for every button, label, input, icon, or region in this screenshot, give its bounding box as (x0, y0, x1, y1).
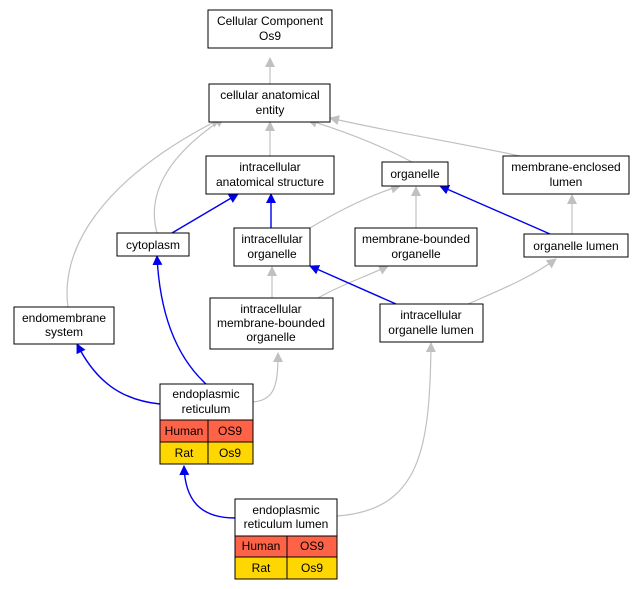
node-membrane-bounded-organelle[interactable]: membrane-bounded organelle (354, 227, 478, 267)
edge-ol-to-organelle (439, 185, 551, 235)
node-intracellular-membrane-bounded-organelle[interactable]: intracellular membrane-bounded organelle (209, 297, 334, 350)
node-organelle-lumen[interactable]: organelle lumen (523, 233, 629, 258)
node-erl-label-line1: endoplasmic (252, 503, 319, 517)
edge-erl-to-iol (336, 342, 436, 517)
node-imbo-label-line1: intracellular (240, 302, 301, 316)
node-cytoplasm-label: cytoplasm (126, 238, 180, 252)
node-root-label-line1: Cellular Component (217, 14, 324, 28)
edge-io-to-organelle (309, 183, 401, 229)
node-iol-label-line1: intracellular (400, 308, 461, 322)
node-endoplasmic-reticulum-lumen[interactable]: endoplasmic reticulum lumen Human OS9 Ra… (234, 498, 338, 580)
node-root[interactable]: Cellular Component Os9 (207, 9, 333, 49)
node-intracellular-organelle[interactable]: intracellular organelle (233, 227, 311, 267)
node-erl-label-line2: reticulum lumen (244, 517, 329, 531)
node-mel-label-line2: lumen (550, 175, 583, 189)
gene-label-rat: Os9 (219, 446, 241, 460)
ortholog-table: Human OS9 Rat Os9 (234, 535, 338, 580)
node-endo-label-line2: system (45, 325, 83, 339)
species-label-human: Human (242, 539, 281, 553)
gene-cell-rat (286, 556, 338, 580)
node-root-label-line2: Os9 (259, 29, 281, 43)
edge-mel-to-cae (329, 115, 521, 157)
species-label-rat: Rat (252, 561, 271, 575)
edge-er-to-endo (76, 343, 161, 405)
edge-imbo-to-mbo (317, 265, 389, 299)
node-imbo-label-line2: membrane-bounded (217, 316, 325, 330)
edge-iol-to-io (309, 265, 397, 305)
node-cellular-anatomical-entity[interactable]: cellular anatomical entity (208, 83, 331, 123)
node-iol-label-line2: organelle lumen (388, 323, 473, 337)
node-ias-label-line2: anatomical structure (216, 175, 324, 189)
edge-cytoplasm-to-cae (153, 117, 225, 234)
node-endo-label-line1: endomembrane (22, 311, 106, 325)
node-organelle[interactable]: organelle (381, 161, 449, 187)
node-er-label-line1: endoplasmic (172, 387, 239, 401)
species-label-human: Human (165, 424, 204, 438)
edge-organelle-to-cae (307, 117, 413, 163)
gene-label-rat: Os9 (301, 561, 323, 575)
node-intracellular-organelle-lumen[interactable]: intracellular organelle lumen (379, 303, 484, 343)
edge-endo-to-cae (66, 118, 221, 308)
node-imbo-label-line3: organelle (246, 330, 296, 344)
node-membrane-enclosed-lumen[interactable]: membrane-enclosed lumen (502, 155, 630, 195)
gene-label-human: OS9 (218, 424, 242, 438)
node-intracellular-anatomical-structure[interactable]: intracellular anatomical structure (205, 155, 335, 195)
node-mel-label-line1: membrane-enclosed (511, 160, 620, 174)
gene-label-human: OS9 (300, 539, 324, 553)
node-ias-label-line1: intracellular (239, 160, 300, 174)
edge-iol-to-ol (467, 258, 557, 305)
edge-erl-to-er (179, 465, 236, 519)
species-label-rat: Rat (175, 446, 194, 460)
node-cytoplasm[interactable]: cytoplasm (116, 232, 190, 257)
node-mbo-label-line2: organelle (391, 247, 441, 261)
gene-cell-rat (207, 441, 254, 465)
node-endoplasmic-reticulum[interactable]: endoplasmic reticulum Human OS9 Rat Os9 (159, 383, 254, 465)
node-cae-label-line2: entity (256, 103, 285, 117)
node-io-label-line1: intracellular (241, 232, 302, 246)
node-endomembrane-system[interactable]: endomembrane system (13, 306, 115, 345)
edge-cytoplasm-to-ias (171, 193, 239, 234)
node-ol-label: organelle lumen (533, 239, 618, 253)
node-mbo-label-line1: membrane-bounded (362, 232, 470, 246)
edge-er-to-cytoplasm (152, 255, 207, 385)
node-organelle-label: organelle (390, 167, 440, 181)
ortholog-table: Human OS9 Rat Os9 (159, 419, 254, 465)
node-cae-label-line1: cellular anatomical (220, 88, 319, 102)
node-er-label-line2: reticulum (182, 402, 231, 416)
edge-er-to-imbo (252, 352, 283, 403)
node-io-label-line2: organelle (247, 247, 297, 261)
